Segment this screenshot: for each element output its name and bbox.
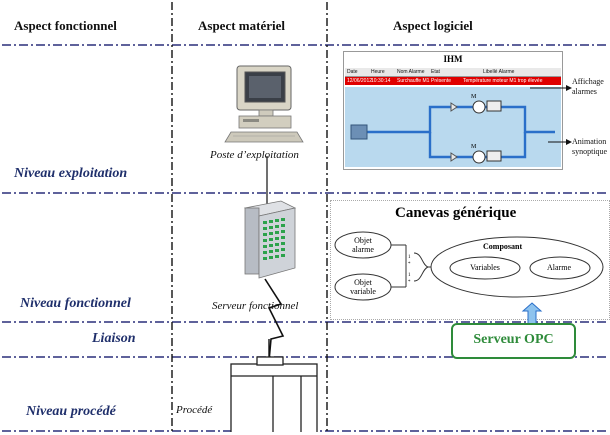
header-aspect-materiel: Aspect matériel — [198, 18, 285, 33]
variables-ellipse — [449, 256, 521, 280]
process-cabinet-icon — [230, 356, 318, 432]
valve-icon — [450, 102, 458, 112]
computer-icon — [224, 65, 304, 143]
animation-line-2: synoptique — [572, 147, 608, 156]
label-objet-alarme: Objet alarme — [344, 236, 382, 254]
label-serveur-fonctionnel: Serveur fonctionnel — [212, 300, 299, 312]
alarm-row[interactable]: 12/06/2012 10:30:14 Surchauffe M1 Présen… — [345, 77, 561, 85]
mult-4: * — [408, 280, 411, 285]
alarm-table-header: Date Heure Nom Alarme Etat Libellé Alarm… — [345, 68, 561, 77]
level-procede: Niveau procédé — [26, 404, 116, 419]
ihm-arrows — [530, 85, 572, 145]
affichage-line-2: alarmes — [572, 87, 597, 96]
label-poste-exploitation: Poste d’exploitation — [210, 149, 299, 161]
motor-label-2: M — [471, 144, 477, 150]
opc-server-box[interactable] — [451, 323, 576, 359]
col-heure: Heure — [371, 69, 385, 75]
mult-1: 1 — [408, 255, 411, 260]
header-aspect-fonctionnel: Aspect fonctionnel — [14, 18, 117, 33]
col-libelle: Libellé Alarme — [483, 69, 515, 75]
objet-variable-line-2: variable — [350, 287, 376, 296]
level-exploitation: Niveau exploitation — [14, 166, 128, 181]
alarm-date: 12/06/2012 — [347, 78, 373, 84]
mult-2: * — [408, 262, 411, 267]
canevas-uml: 1 * 1 * — [334, 231, 604, 301]
objet-alarme-line-2: alarme — [352, 245, 374, 254]
col-date: Date — [347, 69, 358, 75]
level-fonctionnel: Niveau fonctionnel — [20, 296, 131, 311]
label-composant: Composant — [483, 242, 523, 251]
alarme-ellipse — [529, 256, 591, 280]
canevas-title: Canevas générique — [395, 205, 517, 221]
synoptic-view: M M — [345, 87, 561, 167]
lightning-link-icon — [264, 278, 285, 362]
animation-line-1: Animation — [572, 137, 607, 146]
col-nom-alarme: Nom Alarme — [397, 69, 425, 75]
alarm-heure: 10:30:14 — [371, 78, 391, 84]
motor-label-1: M — [471, 94, 477, 100]
objet-alarme-line-1: Objet — [354, 236, 372, 245]
header-aspect-logiciel: Aspect logiciel — [393, 18, 473, 33]
label-alarme: Alarme — [547, 263, 571, 272]
valve-icon — [450, 152, 458, 162]
col-etat: Etat — [431, 69, 440, 75]
label-serveur-opc: Serveur OPC — [473, 332, 554, 347]
mult-3: 1 — [408, 273, 411, 278]
label-procede: Procédé — [176, 404, 213, 416]
ihm-title: IHM — [443, 54, 463, 64]
tank-icon — [350, 124, 368, 140]
label-affichage-alarmes: Affichage alarmes — [572, 77, 604, 97]
motor-icon: M — [471, 94, 502, 114]
alarm-libelle: Température moteur M1 trop élevée — [463, 78, 543, 84]
ihm-panel: IHM Date Heure Nom Alarme Etat Libellé A… — [343, 51, 563, 170]
level-liaison: Liaison — [92, 331, 136, 346]
objet-variable-line-1: Objet — [354, 278, 372, 287]
alarm-etat: Présente — [431, 78, 452, 84]
label-variables: Variables — [470, 263, 500, 272]
affichage-line-1: Affichage — [572, 77, 604, 86]
alarm-nom: Surchauffe M1 — [397, 78, 430, 84]
label-animation-synoptique: Animation synoptique — [572, 137, 607, 157]
hardware-drawings — [224, 65, 318, 432]
motor-icon: M — [471, 144, 502, 164]
label-objet-variable: Objet variable — [344, 278, 382, 296]
server-icon — [243, 200, 297, 279]
